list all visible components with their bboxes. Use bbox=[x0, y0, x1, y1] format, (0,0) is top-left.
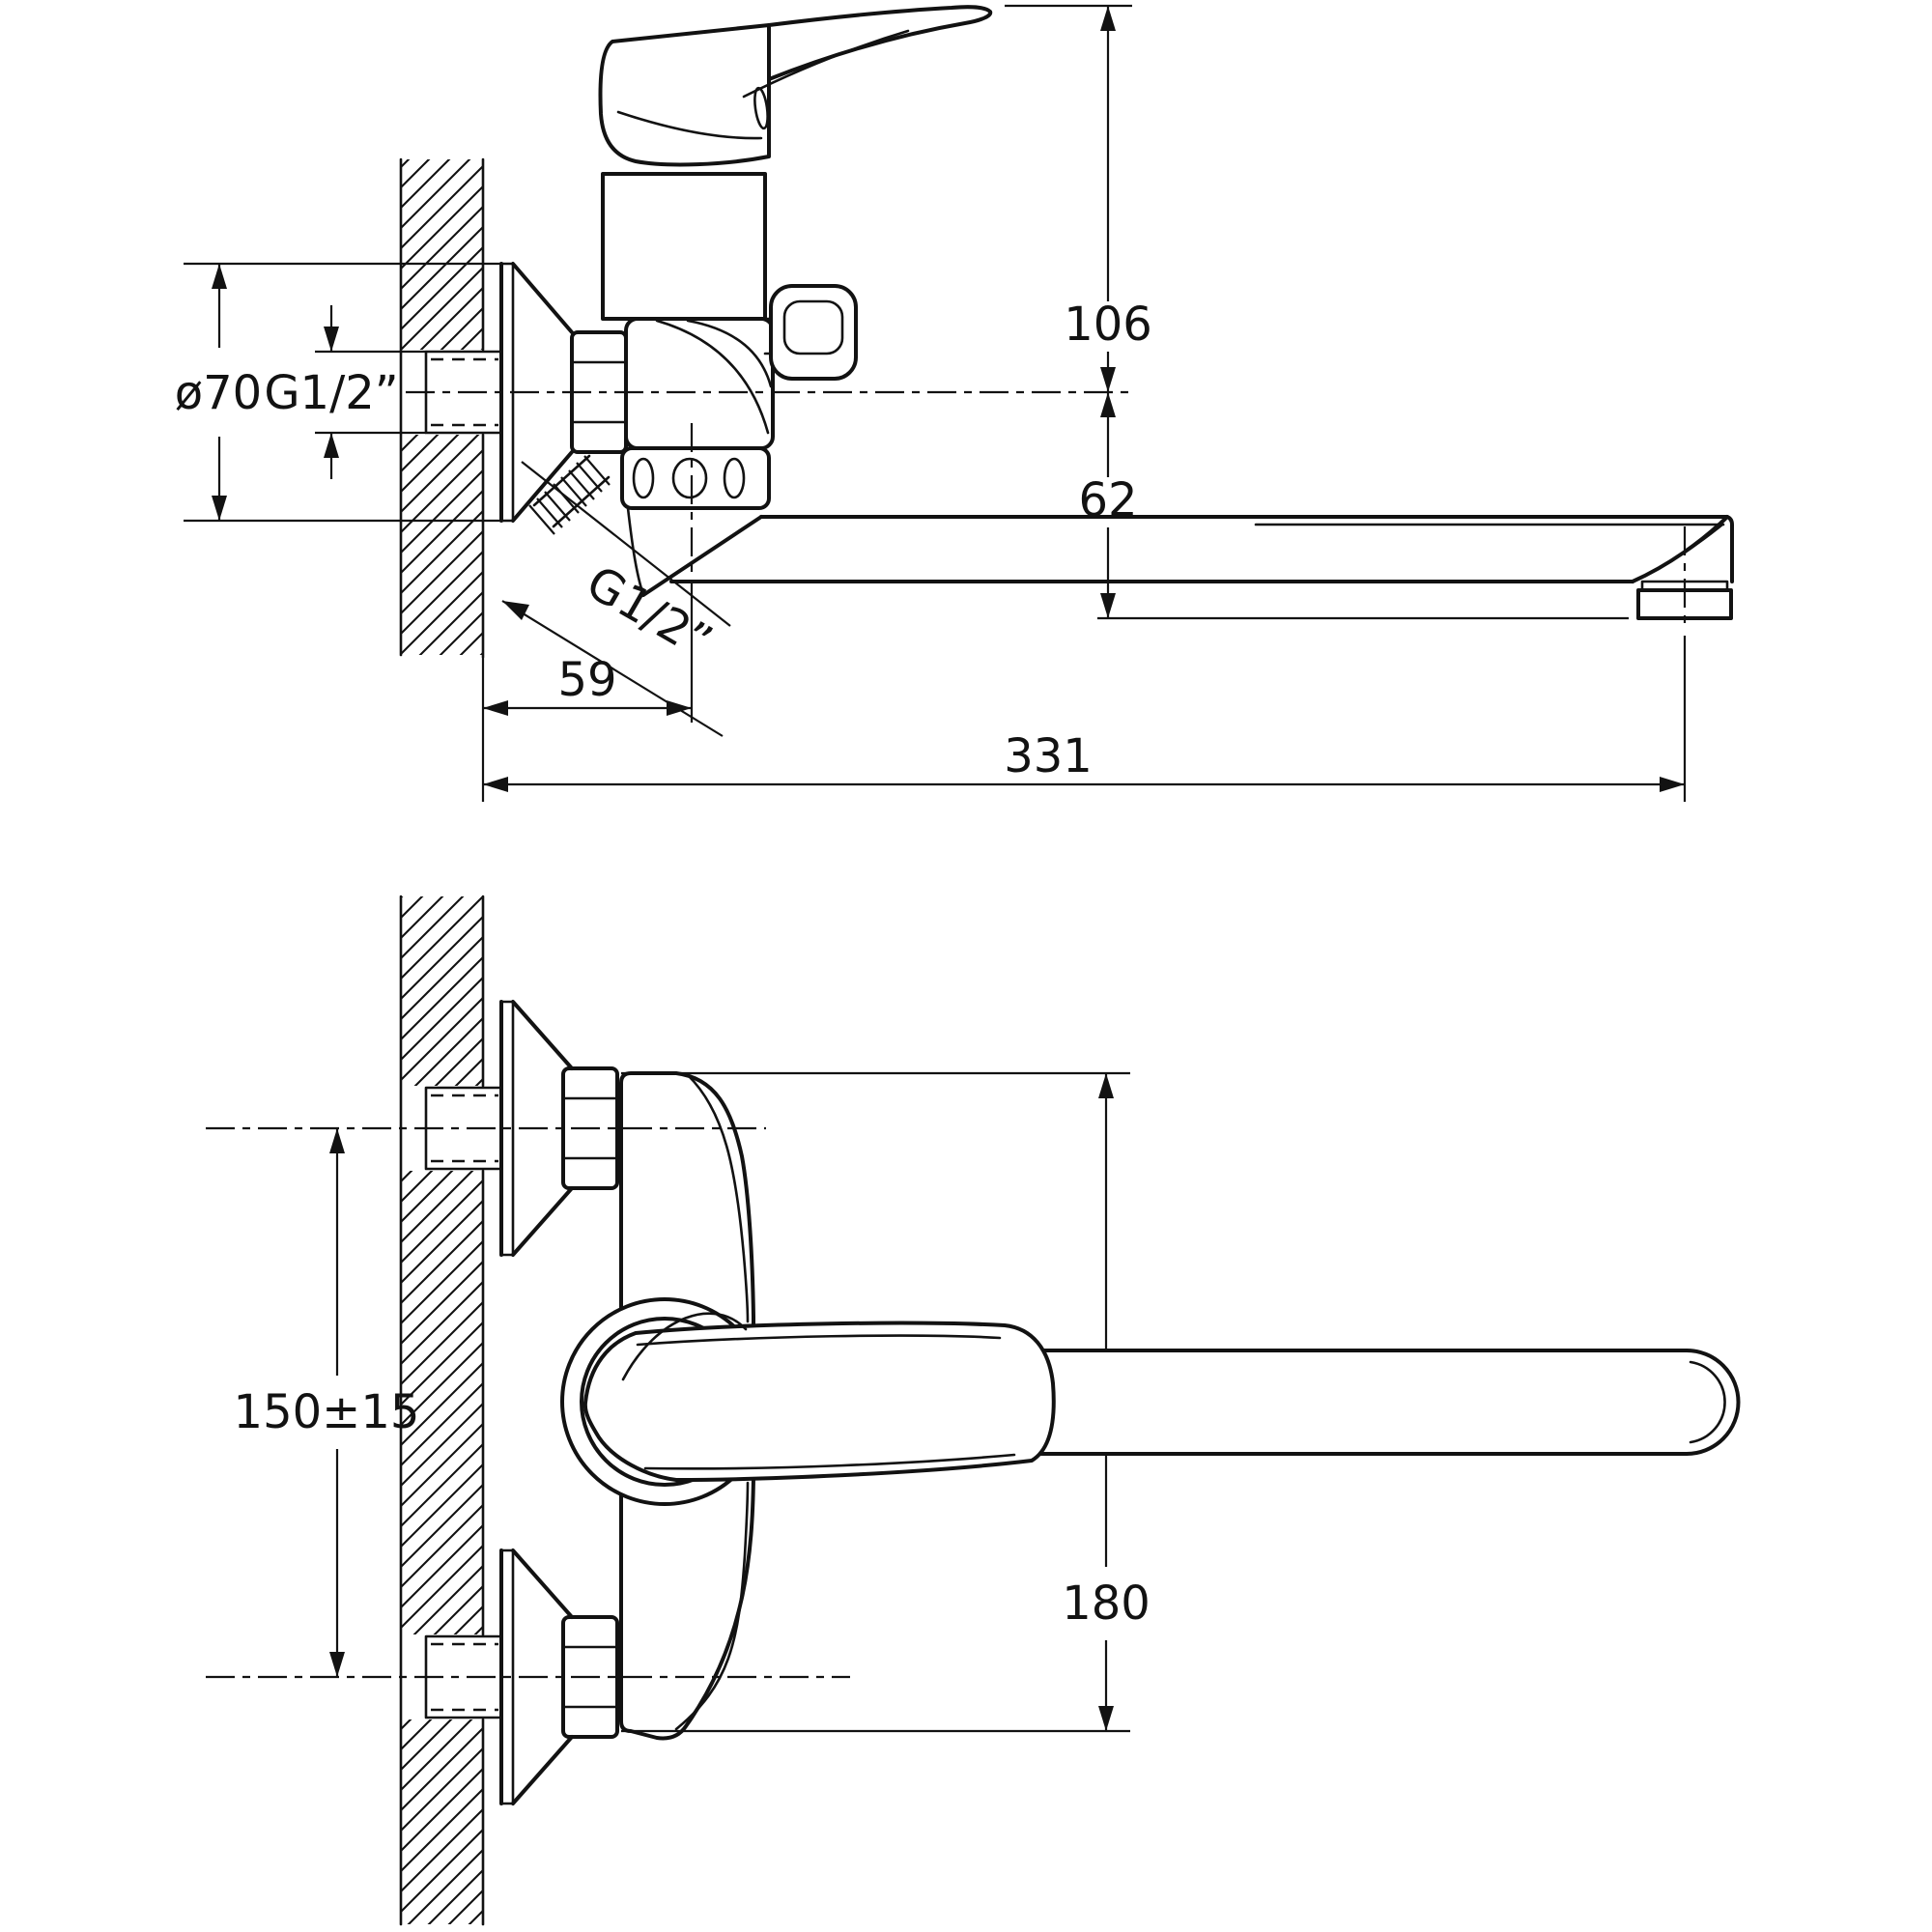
dim-label-59: 59 bbox=[557, 653, 616, 707]
callout-line-shower-upper bbox=[521, 461, 731, 627]
dimensions-front: 150±15 180 bbox=[234, 1071, 1151, 1733]
diverter-knob-side bbox=[769, 284, 858, 381]
swivel-ring bbox=[620, 446, 771, 510]
spout-side bbox=[626, 506, 1734, 620]
handle-rim-line bbox=[616, 110, 763, 140]
dim-label-331: 331 bbox=[1004, 729, 1093, 783]
wall-hatch-lower bbox=[401, 435, 483, 655]
front-view: 150±15 180 bbox=[206, 895, 1741, 1926]
mixer-body-side bbox=[601, 172, 858, 450]
spout-tip-right-edge bbox=[1725, 515, 1734, 583]
wall-hatch-front-upper bbox=[401, 896, 483, 1086]
spout-horn-underside bbox=[641, 515, 763, 597]
handle-front bbox=[560, 1297, 1056, 1506]
ring-hole-center bbox=[671, 457, 708, 499]
cone-top-2 bbox=[511, 1186, 574, 1257]
handle-underside-line bbox=[742, 29, 910, 99]
shower-outlet-side bbox=[528, 454, 611, 535]
spout-tip-curve-outer bbox=[1631, 517, 1727, 583]
arrow-62-down bbox=[1100, 593, 1116, 618]
arrow-g12-up bbox=[324, 433, 339, 458]
cone-bot-1 bbox=[511, 1548, 574, 1619]
escutcheon-cone-bottom bbox=[511, 450, 574, 523]
arrow-331-left bbox=[483, 777, 508, 792]
dim-label-g12-inlet: G1/2” bbox=[264, 366, 398, 420]
arrow-dia70-down bbox=[212, 496, 227, 521]
dim-label-180: 180 bbox=[1062, 1577, 1151, 1631]
ring-hole-left bbox=[632, 457, 655, 499]
stub-edge-upper bbox=[532, 454, 591, 507]
centerlines-side bbox=[406, 390, 1687, 628]
arrow-331-right bbox=[1660, 777, 1685, 792]
handle-cap-side bbox=[598, 23, 771, 167]
stub-edge-lower bbox=[552, 475, 611, 528]
swivel-ring-side bbox=[620, 446, 771, 510]
arrow-dia70-up bbox=[212, 264, 227, 289]
wall-hatch-upper bbox=[401, 159, 483, 350]
arrow-g12-down bbox=[324, 327, 339, 352]
dim-label-150: 150±15 bbox=[234, 1385, 420, 1439]
callout-line-shower-lower bbox=[501, 600, 724, 737]
spout-horn-left-edge bbox=[626, 506, 645, 597]
cone-bot-2 bbox=[511, 1735, 574, 1805]
arrow-150-down bbox=[329, 1652, 345, 1677]
blade-inner-top-line bbox=[636, 1334, 1002, 1347]
side-view: ø70 G1/2” 106 62 bbox=[175, 4, 1734, 802]
arrow-59-left bbox=[483, 700, 508, 716]
dim-label-dia70: ø70 bbox=[175, 366, 262, 420]
arrow-150-up bbox=[329, 1128, 345, 1153]
diverter-knob-slot bbox=[782, 299, 844, 355]
arrow-106-up bbox=[1100, 6, 1116, 31]
cone-top-1 bbox=[511, 1000, 574, 1070]
arrow-180-down bbox=[1098, 1706, 1114, 1731]
wall-section-side bbox=[399, 157, 485, 659]
wall-section-front bbox=[399, 895, 485, 1926]
cartridge-tower-side bbox=[601, 172, 767, 321]
arrow-59-right bbox=[667, 700, 692, 716]
handle-side bbox=[598, 5, 993, 167]
dim-label-62: 62 bbox=[1078, 473, 1137, 527]
spout-front-end-cap bbox=[1685, 1349, 1741, 1456]
spout-front-end-inner-arc bbox=[1689, 1360, 1726, 1444]
arrow-106-down bbox=[1100, 367, 1116, 392]
escutcheon-cone-top bbox=[511, 262, 574, 334]
body-inner-curve-top bbox=[686, 1073, 750, 1323]
arrow-shower-callout bbox=[502, 601, 529, 620]
wall-hatch-front-lower bbox=[401, 1719, 483, 1924]
body-elbow-curve-outer bbox=[655, 319, 770, 435]
handle-blade-front bbox=[582, 1321, 1056, 1482]
arrow-180-up bbox=[1098, 1073, 1114, 1098]
centerlines-front bbox=[206, 1126, 850, 1679]
arrow-62-up bbox=[1100, 392, 1116, 417]
body-inner-curve-bottom bbox=[674, 1481, 750, 1731]
spout-tip-curve-inner bbox=[1637, 523, 1724, 581]
blade-inner-bottom-line bbox=[643, 1453, 1016, 1470]
wall-hatch-front-middle bbox=[401, 1171, 483, 1634]
spout-front bbox=[1022, 1349, 1741, 1456]
stub-thread-ticks bbox=[528, 455, 611, 535]
handle-lens-detail bbox=[753, 86, 769, 130]
blade-dome-arc bbox=[621, 1312, 748, 1381]
ring-hole-right bbox=[723, 457, 746, 499]
dim-label-106: 106 bbox=[1064, 298, 1152, 352]
body-elbow-curve-inner bbox=[686, 319, 773, 388]
